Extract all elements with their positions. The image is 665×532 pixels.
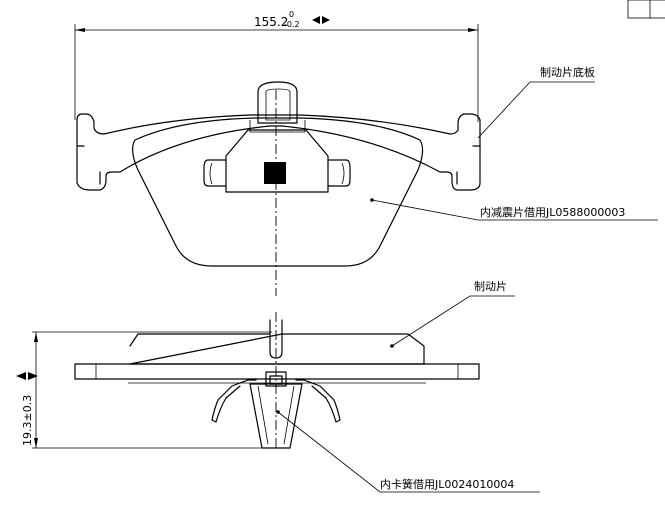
friction-material xyxy=(129,333,425,365)
side-view xyxy=(32,312,480,449)
thickness-value: 19.3±0.3 xyxy=(21,395,34,446)
center-block xyxy=(264,162,286,184)
shim-outline xyxy=(225,129,329,193)
top-view xyxy=(74,24,481,296)
friction-pad-outline xyxy=(132,117,424,267)
callout-spring: 内卡簧借用JL0024010004 xyxy=(380,477,514,491)
width-value: 155.2 xyxy=(254,15,288,29)
diamond-arrow-icon-2 xyxy=(16,372,38,380)
backplate-side xyxy=(74,363,480,380)
callout-shim: 内减震片借用JL0588000003 xyxy=(480,205,625,219)
callout-friction: 制动片 xyxy=(474,280,507,293)
spring-clip xyxy=(211,379,257,423)
title-block-fragment xyxy=(627,0,665,19)
diamond-arrow-icon xyxy=(312,16,330,24)
callout-backplate: 制动片底板 xyxy=(540,65,595,79)
width-tolerance-lower: -0.2 xyxy=(284,20,300,29)
leader-lines xyxy=(276,81,658,493)
clip-outline xyxy=(257,81,298,124)
width-tolerance-upper: 0 xyxy=(289,10,294,19)
backplate-outline xyxy=(76,113,481,191)
